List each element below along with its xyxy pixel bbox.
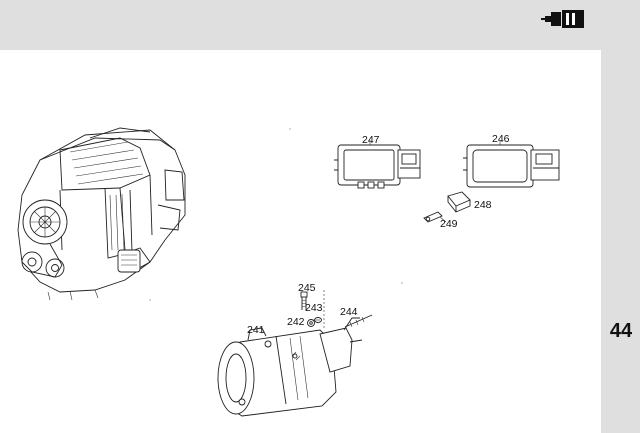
label-248: 248 — [474, 199, 492, 211]
part-242-nut — [307, 319, 315, 327]
label-245: 245 — [298, 282, 316, 294]
header-band — [0, 0, 640, 50]
part-245-bolt — [300, 291, 308, 310]
part-244-stud — [344, 314, 373, 328]
part-247-regulator — [334, 140, 421, 189]
label-241: 241 — [247, 324, 265, 336]
part-249-terminal — [423, 211, 447, 223]
page-number: 44 — [609, 320, 633, 342]
starter-motor-icon — [541, 10, 584, 28]
part-246-regulator — [463, 140, 560, 188]
label-247: 247 — [362, 134, 380, 146]
label-242: 242 — [287, 316, 305, 328]
side-band — [601, 50, 640, 433]
label-246: 246 — [492, 133, 510, 145]
label-249: 249 — [440, 218, 458, 230]
starter-motor-illustration — [217, 317, 363, 417]
engine-illustration — [17, 127, 186, 301]
part-248-connector — [447, 191, 471, 213]
label-243: 243 — [305, 302, 323, 314]
label-244: 244 — [340, 306, 358, 318]
